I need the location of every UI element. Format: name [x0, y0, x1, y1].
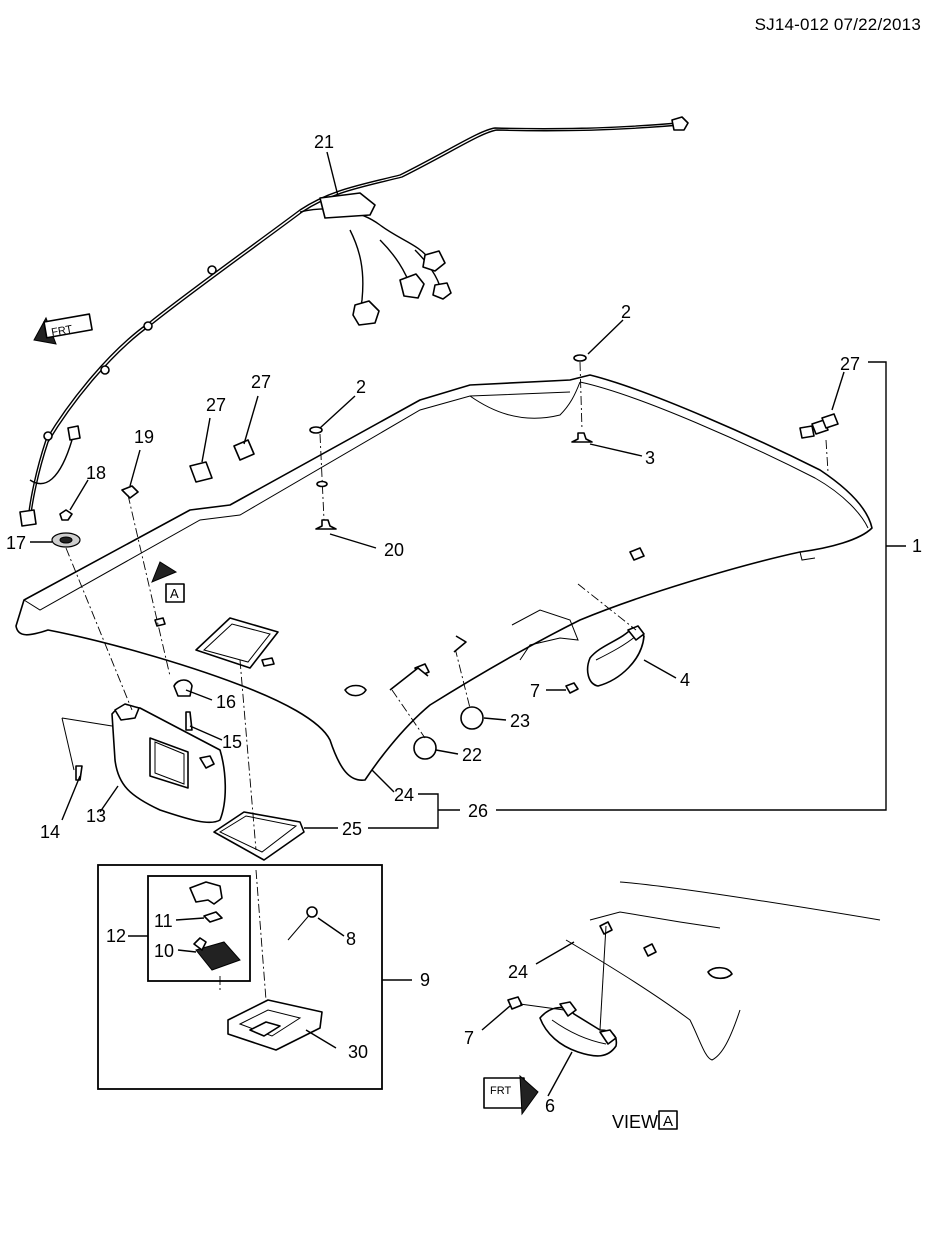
- callout-2-upper: 2: [621, 302, 631, 322]
- callout-2-lower: 2: [356, 377, 366, 397]
- callout-9: 9: [420, 970, 430, 990]
- spacer-blocks: [189, 413, 839, 483]
- callout-14: 14: [40, 822, 60, 842]
- diagram-reference: SJ14-012 07/22/2013: [754, 15, 921, 34]
- callout-3: 3: [645, 448, 655, 468]
- dome-lamp-group: [97, 864, 383, 1090]
- dome-bezel: [213, 659, 305, 861]
- callout-7-lower: 7: [464, 1028, 474, 1048]
- view-label-text: VIEW: [612, 1112, 658, 1132]
- callout-19: 19: [134, 427, 154, 447]
- callout-20: 20: [384, 540, 404, 560]
- sun-visor: [51, 485, 227, 824]
- callout-16: 16: [216, 692, 236, 712]
- callout-30: 30: [348, 1042, 368, 1062]
- callout-17: 17: [6, 533, 26, 553]
- grab-handles: [389, 583, 645, 760]
- callout-25: 25: [342, 819, 362, 839]
- front-arrow-upper: FRT: [33, 313, 93, 345]
- callout-8: 8: [346, 929, 356, 949]
- callout-1: 1: [912, 536, 922, 556]
- callout-6: 6: [545, 1096, 555, 1116]
- front-arrow-lower: FRT: [483, 1074, 539, 1116]
- view-a-arrow: A: [151, 561, 185, 603]
- callout-27-right: 27: [840, 354, 860, 374]
- frt-label-lower: FRT: [490, 1085, 511, 1097]
- view-label-letter: A: [663, 1113, 673, 1130]
- callout-13: 13: [86, 806, 106, 826]
- view-a-detail: [507, 881, 881, 1061]
- callout-numbers: 1 2 2 3 4 6 7 7 8 9 10 11 12 13 14 15 16…: [6, 132, 922, 1116]
- view-a-arrow-letter: A: [170, 586, 179, 601]
- leader-lines: [30, 151, 906, 1097]
- callout-10: 10: [154, 941, 174, 961]
- callout-7-upper: 7: [530, 681, 540, 701]
- callout-15: 15: [222, 732, 242, 752]
- callout-27-left: 27: [206, 395, 226, 415]
- frt-label-upper: FRT: [50, 323, 73, 339]
- callout-21: 21: [314, 132, 334, 152]
- callout-24-upper: 24: [394, 785, 414, 805]
- callout-11: 11: [154, 911, 173, 931]
- callout-24-lower: 24: [508, 962, 528, 982]
- callout-27-middle: 27: [251, 372, 271, 392]
- callout-22: 22: [462, 745, 482, 765]
- callout-26: 26: [468, 801, 488, 821]
- callout-23: 23: [510, 711, 530, 731]
- clips: [309, 354, 593, 530]
- wiring-harness: [19, 116, 689, 527]
- callout-4: 4: [680, 670, 690, 690]
- view-a-label: VIEW A: [612, 1110, 678, 1132]
- callout-12: 12: [106, 926, 126, 946]
- callout-18: 18: [86, 463, 106, 483]
